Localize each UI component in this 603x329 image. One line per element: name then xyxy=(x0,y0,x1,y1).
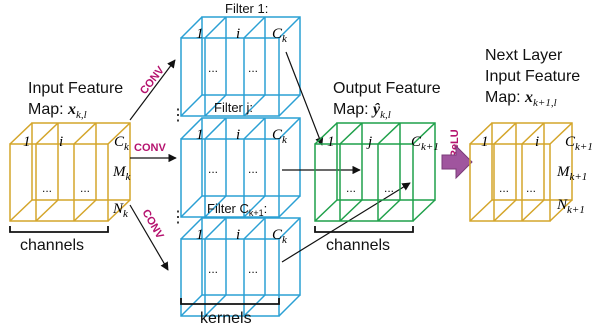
filter-1-channel-i: i xyxy=(236,26,240,42)
output-feature-cube xyxy=(314,122,436,222)
next-n-label: Nk+1 xyxy=(556,197,585,216)
output-channels-label: channels xyxy=(326,237,390,254)
output-ck1: Ck+1 xyxy=(411,134,439,153)
filter-j-dots-b: ... xyxy=(248,162,258,176)
filter-1-dots-a: ... xyxy=(208,61,218,75)
filter-ck1-channel-i: i xyxy=(236,227,240,243)
next-title-line1: Next Layer xyxy=(485,47,563,64)
conv-arrow-top xyxy=(129,59,176,121)
input-channels-label: channels xyxy=(20,237,84,254)
next-dots-a: ... xyxy=(499,181,509,195)
input-title-line2: Map: xk,l xyxy=(28,101,87,121)
filter-1-dots-b: ... xyxy=(248,61,258,75)
output-dots-a: ... xyxy=(346,181,356,195)
kernels-label: kernels xyxy=(200,310,252,327)
output-title-line1: Output Feature xyxy=(333,80,441,97)
output-title-line2: Map: ŷk,l xyxy=(333,101,391,121)
filter-1-ck: Ck xyxy=(272,26,288,45)
input-title-line1: Input Feature xyxy=(28,80,123,97)
filters-vdots-bottom: ⋮ xyxy=(170,209,186,226)
input-channel-1-label: 1 xyxy=(23,134,31,150)
arrow-filter1-output xyxy=(285,51,324,146)
next-layer-cube xyxy=(469,122,573,222)
conv-label-top: CONV xyxy=(138,64,167,97)
next-m-label: Mk+1 xyxy=(556,164,587,183)
filter-j-cube xyxy=(180,117,301,218)
kernels-brace xyxy=(180,298,280,305)
output-channel-j: j xyxy=(366,134,372,150)
conv-arrows: CONV CONV CONV xyxy=(129,59,177,271)
input-channel-i-label: i xyxy=(59,134,63,150)
input-ck-label: Ck xyxy=(114,134,130,153)
filter-1-cube xyxy=(180,16,301,117)
input-feature-map-block: Input Feature Map: xk,l 1 i Ck Mk Nk xyxy=(9,80,132,254)
input-mk-label: Mk xyxy=(112,164,132,183)
filter-output-arrows xyxy=(281,51,411,263)
filter-ck1-ck: Ck xyxy=(272,227,288,246)
arrow-filterck1-output xyxy=(281,182,411,263)
filter-1-block: Filter 1: 1 i Ck ... ... xyxy=(180,1,301,117)
filter-j-dots-a: ... xyxy=(208,162,218,176)
input-dots-1: ... xyxy=(42,181,52,195)
filter-ck1-dots-a: ... xyxy=(208,262,218,276)
filter-1-title: Filter 1: xyxy=(225,1,268,16)
next-layer-block: Next Layer Input Feature Map: xk+1,l 1 i… xyxy=(469,47,593,222)
conv-label-middle: CONV xyxy=(134,142,166,154)
output-dots-b: ... xyxy=(384,181,394,195)
filter-j-ck: Ck xyxy=(272,127,288,146)
input-channels-brace xyxy=(9,226,109,233)
input-feature-cube xyxy=(9,122,131,222)
next-c-label: Ck+1 xyxy=(565,134,593,153)
filter-ck1-block: Filter Ck+1: 1 i Ck ... ... xyxy=(180,201,301,317)
output-feature-map-block: Output Feature Map: ŷk,l 1 j Ck+1 ... ..… xyxy=(314,80,441,254)
filter-1-channel-1: 1 xyxy=(196,26,204,42)
filter-ck1-title: Filter Ck+1: xyxy=(207,201,267,218)
next-channel-1: 1 xyxy=(481,134,489,150)
next-title-line3: Map: xk+1,l xyxy=(485,89,557,109)
filter-ck1-channel-1: 1 xyxy=(196,227,204,243)
output-channels-brace xyxy=(314,226,414,233)
filters-vdots-top: ⋮ xyxy=(170,107,186,124)
filter-ck1-dots-b: ... xyxy=(248,262,258,276)
conv-arrow-bottom xyxy=(129,204,169,271)
filter-j-block: Filter j: 1 i Ck ... ... xyxy=(180,100,301,218)
filter-ck1-cube xyxy=(180,217,301,317)
input-nk-label: Nk xyxy=(112,201,129,220)
next-channel-i: i xyxy=(535,134,539,150)
output-channel-1: 1 xyxy=(327,134,335,150)
relu-block: ReLU xyxy=(441,129,473,180)
filter-j-channel-i: i xyxy=(236,127,240,143)
conv-label-bottom: CONV xyxy=(139,208,166,242)
input-dots-2: ... xyxy=(80,181,90,195)
relu-arrow-icon xyxy=(441,144,473,180)
filter-j-title: Filter j: xyxy=(214,100,253,115)
next-dots-b: ... xyxy=(526,181,536,195)
filter-j-channel-1: 1 xyxy=(196,127,204,143)
next-title-line2: Input Feature xyxy=(485,68,580,85)
